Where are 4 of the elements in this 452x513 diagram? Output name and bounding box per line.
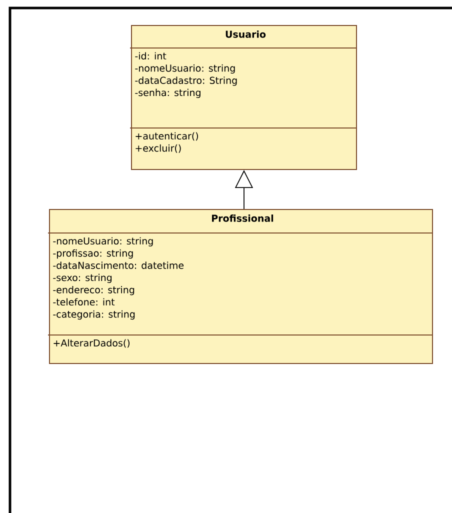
compartment: -nomeUsuario: string -profissao: string -dataNascimento: datetime -sexo: string -endereco: string -telefone: int -categoria: string bbox=[53, 237, 184, 320]
compartment: +AlterarDados() bbox=[54, 339, 130, 348]
compartment: -id: int -nomeUsuario: string -dataCadastro: String -senha: string bbox=[135, 52, 237, 98]
compartment: +autenticar() +excluir() bbox=[136, 132, 198, 153]
